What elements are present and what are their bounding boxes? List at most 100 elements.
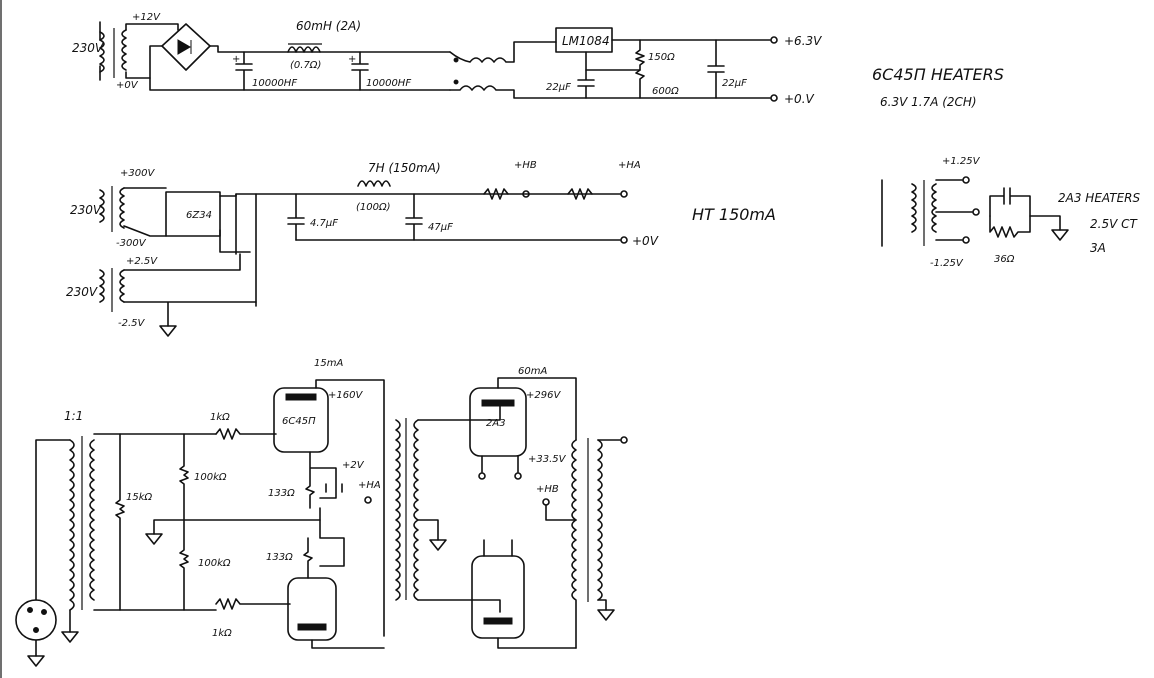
ht-cap1-label: 4.7μF <box>310 218 338 229</box>
interstage-ground-icon <box>429 539 447 551</box>
twoa3-heater: +1.25V -1.25V 36Ω 2A3 HEATERS 2.5V CT 3A <box>881 156 1140 269</box>
heater-out-pos-label: +6.3V <box>784 34 822 48</box>
input-pin2 <box>41 609 47 615</box>
heater-adj-cap <box>577 69 595 99</box>
tube2-filament-label: +33.5V <box>528 454 567 465</box>
stopper-r-top <box>215 428 277 440</box>
input-wires <box>35 439 71 657</box>
grid-r-top-label: 100kΩ <box>194 472 227 483</box>
tube2-fil-terminal-a <box>478 472 486 480</box>
tube2-label: 2A3 <box>486 418 506 429</box>
cathode-r-bottom-label: 133Ω <box>266 552 293 563</box>
twoa3-ground-icon <box>1051 229 1069 241</box>
amp-node-b-label: +HB <box>536 484 559 495</box>
heater-choke-coil <box>287 46 321 53</box>
ht-sec-top-label: +300V <box>120 168 155 179</box>
twoa3-top-label: +1.25V <box>942 156 981 167</box>
ht-secondary2-coil <box>119 269 125 303</box>
tube2-lower-plate-wire <box>497 637 577 649</box>
heater-r-top-label: 150Ω <box>648 52 675 63</box>
heater-bridge-diode-icon <box>177 39 192 55</box>
tube2-current-label: 60mA <box>518 366 547 377</box>
heater-primary-coil <box>99 31 105 73</box>
amp-node-a-label: +HA <box>358 480 381 491</box>
amplifier: 1:1 15kΩ 100kΩ 100kΩ 1kΩ 1kΩ 6C45Π 15mA … <box>15 358 628 667</box>
tube-6c45-upper <box>273 387 329 453</box>
input-prim-ground-icon <box>61 631 79 643</box>
input-transformer-secondary <box>89 439 95 601</box>
rectifier-tube <box>165 191 221 237</box>
tube2-plate-label: +296V <box>526 390 561 401</box>
heater-cm-dots <box>453 57 459 85</box>
heater-cap1-plus: + <box>232 54 240 65</box>
tube-2a3-upper-plate-icon <box>481 399 515 407</box>
tube1-lower-plate-wire <box>311 639 385 649</box>
twoa3-title: 2A3 HEATERS <box>1058 191 1140 205</box>
ht-note: HT 150mA <box>692 205 776 224</box>
heater-cap1-symbol <box>235 51 253 91</box>
input-transformer-primary <box>69 439 75 611</box>
heater-divider-resistors <box>635 39 645 99</box>
heater-sec-wires <box>125 23 179 79</box>
cathode-r-top-label: 133Ω <box>268 488 295 499</box>
ht-choke-res-label: (100Ω) <box>356 202 391 213</box>
ht-secondary-coil <box>119 187 125 229</box>
twoa3-top-terminal <box>962 176 970 184</box>
twoa3-bottom-label: -1.25V <box>930 258 964 269</box>
ht-primary2-coil <box>99 269 105 303</box>
ht-sec2-top-label: +2.5V <box>126 256 158 267</box>
stopper-r-top-label: 1kΩ <box>210 412 230 423</box>
twoa3-resistor <box>989 215 1061 238</box>
ht-zero-terminal <box>620 236 628 244</box>
amp-ratio-label: 1:1 <box>64 409 83 423</box>
ht-cap2-symbol <box>405 193 423 241</box>
output-transformer-primary <box>571 439 577 649</box>
amp-node-a-terminal <box>364 496 372 504</box>
tube1-current-label: 15mA <box>314 358 343 369</box>
ht-cap2-label: 47μF <box>428 222 453 233</box>
regulator-adj <box>585 51 641 71</box>
ht-supply: 230V +300V -300V 6Z34 230V +2.5V -2.5V 4… <box>66 160 659 337</box>
heater-cap1-label: 10000HF <box>252 78 297 89</box>
ht-r2 <box>567 188 593 200</box>
grid-r-bottom-label: 100kΩ <box>198 558 231 569</box>
tube1-plate-wire <box>315 379 385 637</box>
load-resistor-label: 15kΩ <box>126 492 153 503</box>
heater-sec-top-label: +12V <box>132 12 161 23</box>
twoa3-cap <box>989 187 1031 217</box>
input-pin1 <box>27 607 33 613</box>
twoa3-r-label: 36Ω <box>994 254 1015 265</box>
input-pin3 <box>33 627 39 633</box>
tube2-lower-pins <box>483 539 513 557</box>
ht-zero-label: +0V <box>632 234 659 248</box>
amp-node-b-wire <box>545 504 577 521</box>
heater-sec-bottom-label: +0V <box>116 80 139 91</box>
ht-filament-wires <box>219 193 257 307</box>
interstage-primary <box>395 419 401 601</box>
heater-choke-label: 60mH (2A) <box>296 19 361 33</box>
cathode-v-label: +2V <box>342 460 365 471</box>
heater-out-cap <box>707 39 725 99</box>
twoa3-wires <box>935 179 973 241</box>
ht-node-a-terminal <box>620 190 628 198</box>
cathode-network-upper <box>305 451 337 509</box>
heater-out-pos-terminal <box>770 36 778 44</box>
heater-secondary-coil <box>121 29 127 71</box>
input-ground-icon <box>27 655 45 667</box>
tube-2a3-lower <box>471 555 525 639</box>
tube-2a3-lower-plate-icon <box>483 617 513 625</box>
heater-supply: 230V +12V +0V + 10000HF 60mH (2A) (0.7Ω)… <box>72 12 822 106</box>
stopper-r-bottom <box>215 598 291 610</box>
ht-node-a-label: +HA <box>618 160 641 171</box>
heater-cm-choke-bottom <box>449 85 771 99</box>
output-transformer-secondary <box>597 439 603 601</box>
load-resistor <box>115 433 125 611</box>
twoa3-secondary-coil <box>931 183 937 233</box>
heater-adj-cap-label: 22μF <box>546 82 571 93</box>
ht-primary-coil <box>99 189 105 223</box>
tube-6c45-lower-plate-icon <box>297 623 327 631</box>
twoa3-primary-coil <box>911 183 917 233</box>
ht-sec2-wires <box>123 253 257 327</box>
twoa3-spec: 2.5V CT <box>1090 217 1138 231</box>
